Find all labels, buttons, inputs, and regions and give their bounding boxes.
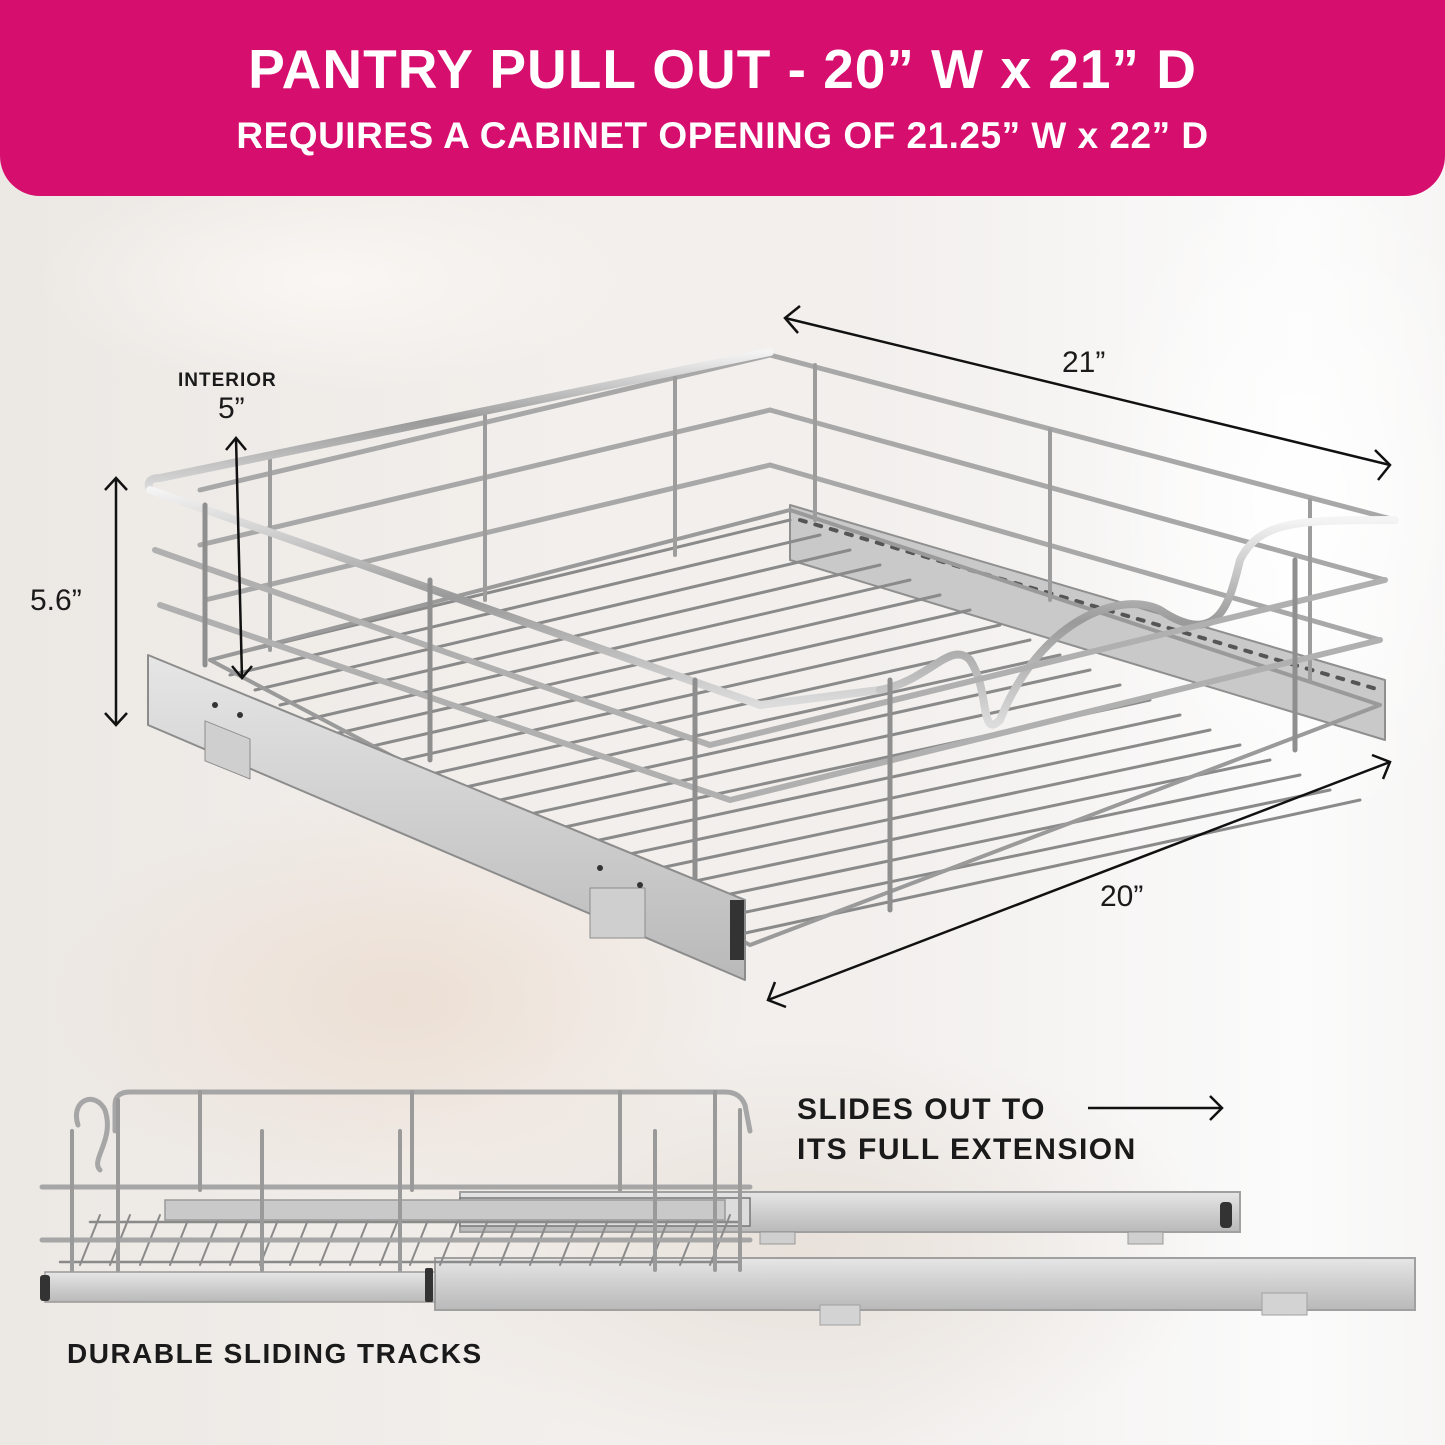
full-extension-line-2: ITS FULL EXTENSION — [797, 1133, 1137, 1166]
wire-basket — [144, 348, 1399, 981]
cabinet-requirement: REQUIRES A CABINET OPENING OF 21.25” W x… — [236, 115, 1209, 156]
width-value: 20” — [1100, 880, 1144, 913]
interior-height-value: 5” — [218, 392, 245, 425]
lower-extended-rail — [434, 1257, 1416, 1311]
overall-height-arrow-icon — [104, 476, 128, 727]
interior-height-arrow-icon — [225, 436, 253, 680]
extension-arrow-icon — [1088, 1095, 1224, 1121]
full-extension-line-1: SLIDES OUT TO — [797, 1093, 1046, 1126]
depth-arrow-icon — [783, 305, 1392, 481]
interior-label: INTERIOR — [178, 370, 277, 391]
full-extension-callout: SLIDES OUT TO ITS FULL EXTENSION — [797, 1090, 1137, 1170]
header-banner: PANTRY PULL OUT - 20” W x 21” D REQUIRES… — [0, 0, 1445, 196]
product-title: PANTRY PULL OUT - 20” W x 21” D — [248, 38, 1197, 100]
sliding-tracks-callout: DURABLE SLIDING TRACKS — [67, 1338, 483, 1369]
width-arrow-icon — [766, 753, 1392, 1009]
overall-height-value: 5.6” — [30, 584, 82, 617]
extended-slides-illustration — [34, 1089, 1416, 1326]
depth-value: 21” — [1062, 346, 1106, 379]
dimension-arrows — [104, 305, 1392, 1121]
